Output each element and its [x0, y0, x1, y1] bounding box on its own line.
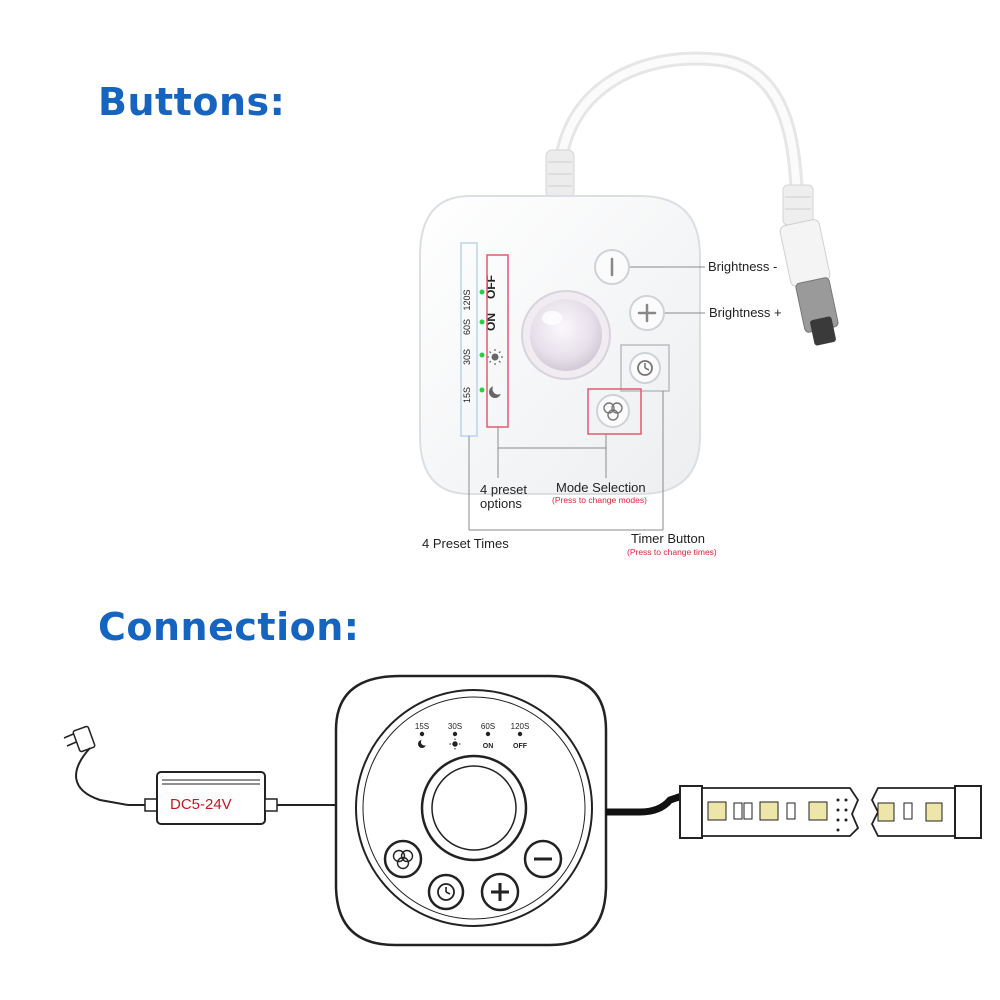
controller-time-120s: 120S — [511, 722, 530, 731]
controller-time-60s: 60S — [481, 722, 495, 731]
timer-button-highlight — [620, 344, 670, 392]
controller-mode-button[interactable] — [383, 839, 423, 879]
led-chips — [707, 798, 943, 832]
option-label-on: ON — [484, 313, 498, 331]
controller-diagram: 15S 30S 60S 120S ON OFF — [334, 674, 608, 947]
power-plug-icon — [63, 725, 129, 806]
timer-button[interactable] — [629, 352, 661, 384]
buttons-heading: Buttons: — [98, 80, 286, 124]
time-label-30s: 30S — [462, 349, 472, 365]
controller-timer-icon — [437, 883, 455, 901]
moon-icon — [489, 383, 504, 398]
controller-minus-button[interactable] — [523, 839, 563, 879]
mode-selection-note: (Press to change modes) — [552, 495, 647, 505]
indicator-led-30s — [479, 352, 485, 358]
controller-moon-icon — [418, 738, 429, 748]
timer-button-label: Timer Button — [631, 531, 705, 546]
controller-sun-icon — [449, 738, 461, 750]
leader-lines — [468, 266, 705, 531]
controller-plus-button[interactable] — [480, 872, 520, 912]
timer-button-note: (Press to change times) — [627, 547, 717, 557]
brightness-plus-label: Brightness + — [709, 305, 782, 320]
mode-rings-icon — [603, 402, 623, 421]
mode-selection-button[interactable] — [596, 394, 630, 428]
time-label-120s: 120S — [462, 289, 472, 310]
sun-icon — [487, 349, 503, 365]
mode-button-highlight — [587, 388, 642, 435]
time-label-15s: 15S — [462, 387, 472, 403]
controller-timer-button[interactable] — [427, 873, 465, 911]
preset-options-label-line2: options — [480, 496, 522, 511]
power-adapter-label: DC5-24V — [170, 796, 232, 813]
brightness-plus-button[interactable] — [629, 295, 665, 331]
indicator-led-60s — [479, 319, 485, 325]
sensor-device-photo: 120S 60S 30S 15S OFF ON — [419, 51, 839, 495]
controller-plus-icon — [491, 883, 509, 901]
dc-plug — [779, 184, 839, 346]
option-label-off: OFF — [484, 275, 498, 299]
preset-times-column: 120S 60S 30S 15S — [462, 289, 485, 403]
mode-selection-label: Mode Selection — [556, 480, 646, 495]
preset-options-label-line1: 4 preset — [480, 482, 527, 497]
indicator-led-120s — [479, 289, 485, 295]
controller-mode-icon — [392, 849, 414, 870]
plus-icon — [637, 303, 657, 323]
controller-option-off: OFF — [513, 743, 528, 750]
power-adapter: DC5-24V — [128, 771, 340, 825]
preset-times-label: 4 Preset Times — [422, 536, 509, 551]
controller-option-on: ON — [483, 743, 494, 750]
output-cable — [606, 792, 684, 816]
controller-time-30s: 30S — [448, 722, 462, 731]
led-strip — [679, 785, 982, 839]
connection-heading: Connection: — [98, 605, 360, 649]
brightness-minus-label: Brightness - — [708, 259, 777, 274]
brightness-minus-button[interactable] — [594, 249, 630, 285]
controller-time-15s: 15S — [415, 722, 429, 731]
time-label-60s: 60S — [462, 319, 472, 335]
timer-icon — [637, 360, 653, 376]
indicator-led-15s — [479, 387, 485, 393]
